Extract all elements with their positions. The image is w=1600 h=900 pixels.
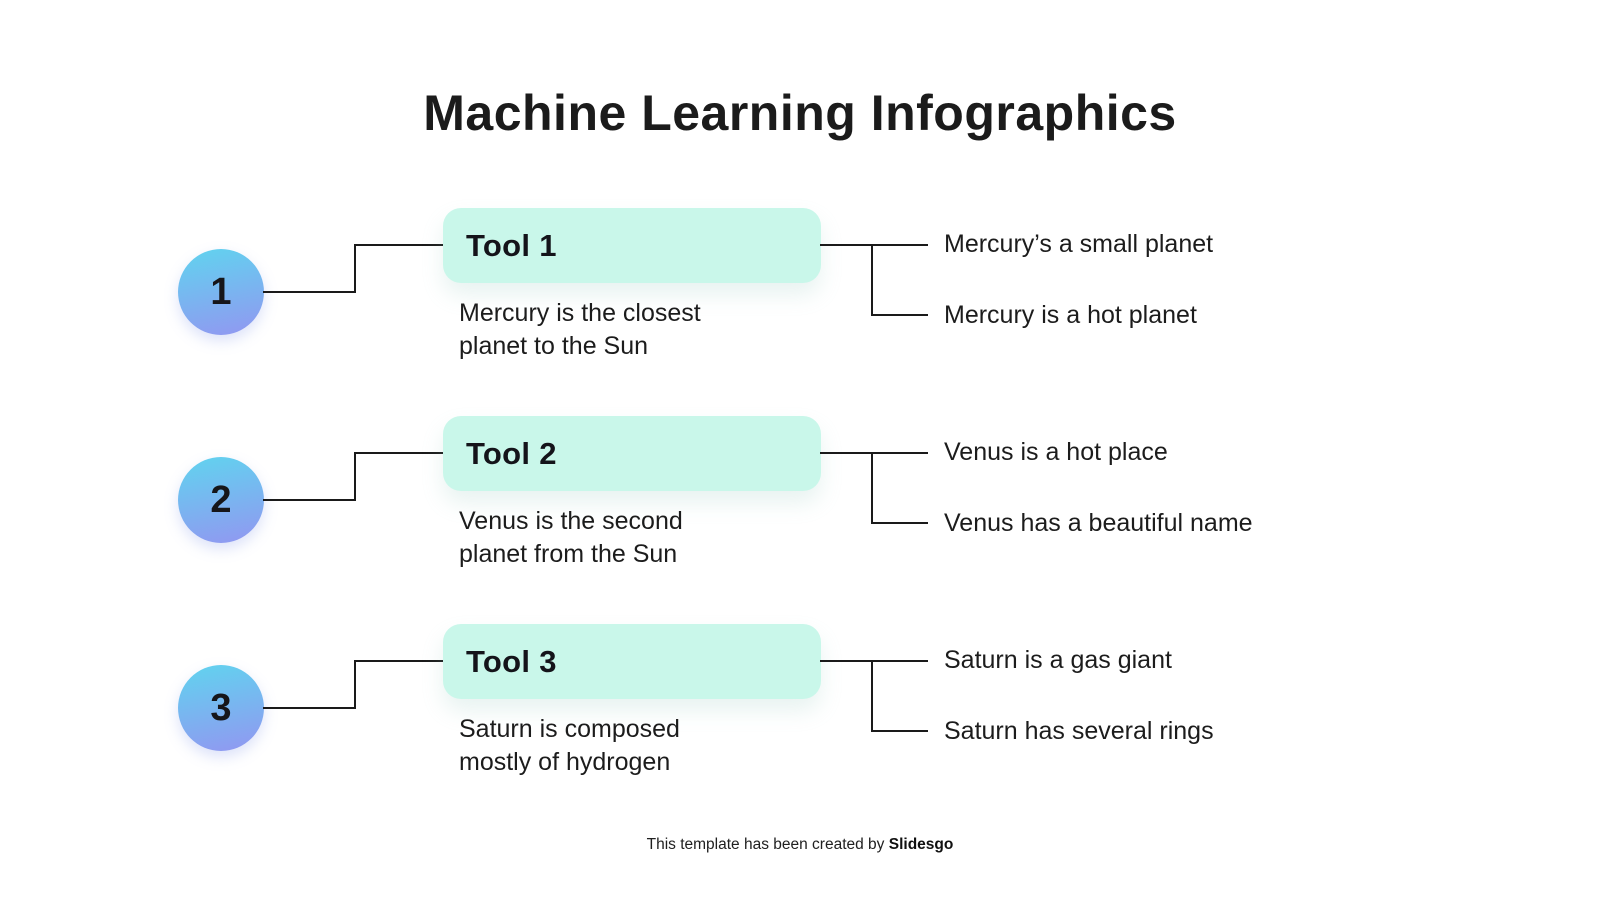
- connector-right-vertical-segment: [871, 452, 873, 524]
- connector-right-vertical-segment: [871, 660, 873, 732]
- connector-left-to-box-segment: [354, 244, 443, 246]
- tool-box-1: Tool 1: [443, 208, 821, 283]
- connector-left-to-box-segment: [354, 660, 443, 662]
- connector-right-branch-segment: [871, 730, 928, 732]
- attribution-text: This template has been created by: [646, 836, 885, 853]
- connector-left-to-box-segment: [354, 452, 443, 454]
- tool-box-label: Tool 2: [466, 435, 557, 471]
- tool-box-3: Tool 3: [443, 624, 821, 699]
- bullet-label-2: Venus has a beautiful name: [944, 509, 1253, 537]
- connector-right-branch-segment: [871, 314, 928, 316]
- connector-left-horizontal-segment: [263, 291, 356, 293]
- connector-left-vertical-segment: [354, 244, 356, 293]
- bullet-label-1: Venus is a hot place: [944, 438, 1168, 466]
- step-number-label: 2: [210, 478, 232, 521]
- tool-description: Venus is the second planet from the Sun: [459, 507, 683, 568]
- step-number-badge-2: 2: [178, 457, 264, 543]
- bullet-label-2: Saturn has several rings: [944, 717, 1214, 745]
- connector-left-vertical-segment: [354, 452, 356, 501]
- connector-right-branch-segment: [871, 522, 928, 524]
- tool-box-2: Tool 2: [443, 416, 821, 491]
- tool-box-label: Tool 1: [466, 227, 557, 263]
- bullet-label-1: Mercury’s a small planet: [944, 230, 1214, 258]
- bullet-label-1: Saturn is a gas giant: [944, 646, 1172, 674]
- brand-name: Slidesgo: [888, 836, 954, 853]
- attribution-footer: This template has been created by Slides…: [0, 836, 1600, 854]
- tool-box-label: Tool 3: [466, 643, 557, 679]
- connector-left-vertical-segment: [354, 660, 356, 709]
- infographic-row-1: 1 Tool 1 Mercury is the closest planet t…: [0, 208, 1600, 398]
- step-number-badge-1: 1: [178, 249, 264, 335]
- tool-description: Saturn is composed mostly of hydrogen: [459, 715, 680, 776]
- step-number-label: 1: [210, 270, 232, 313]
- connector-right-horizontal-segment: [820, 452, 928, 454]
- step-number-badge-3: 3: [178, 665, 264, 751]
- slide-title: Machine Learning Infographics: [423, 85, 1177, 141]
- connector-right-horizontal-segment: [820, 660, 928, 662]
- connector-right-vertical-segment: [871, 244, 873, 316]
- step-number-label: 3: [210, 686, 232, 729]
- tool-description: Mercury is the closest planet to the Sun: [459, 299, 701, 360]
- connector-left-horizontal-segment: [263, 499, 356, 501]
- connector-left-horizontal-segment: [263, 707, 356, 709]
- bullet-label-2: Mercury is a hot planet: [944, 301, 1197, 329]
- connector-right-horizontal-segment: [820, 244, 928, 246]
- infographic-row-2: 2 Tool 2 Venus is the second planet from…: [0, 416, 1600, 606]
- infographic-row-3: 3 Tool 3 Saturn is composed mostly of hy…: [0, 624, 1600, 814]
